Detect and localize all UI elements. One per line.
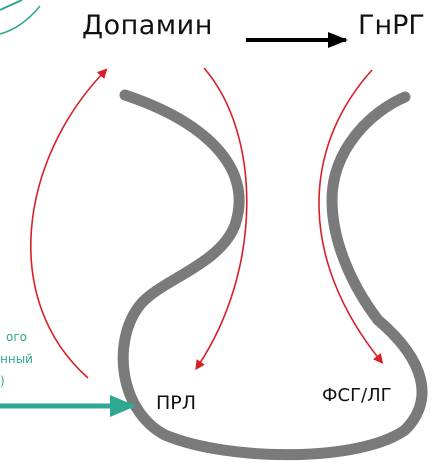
dopamine-to-prl-arrow bbox=[195, 67, 248, 371]
prl-label: ПРЛ bbox=[156, 392, 197, 414]
prl-to-dopamine-feedback-arrow bbox=[30, 68, 108, 379]
side-text-line-1: ого bbox=[6, 330, 27, 344]
gnrh-to-fsh-lh-arrow bbox=[318, 69, 384, 364]
fsh-lh-label: ФСГ/ЛГ bbox=[322, 385, 392, 406]
gnrh-label: ГнРГ bbox=[358, 10, 425, 41]
corner-badge-edge bbox=[0, 5, 41, 35]
dopamine-label: Допамин bbox=[82, 10, 213, 41]
side-text-line-2: нный bbox=[0, 352, 33, 366]
corner-badge-outline bbox=[0, 0, 23, 11]
pituitary-left-outline bbox=[117, 89, 428, 461]
side-text-line-3: ) bbox=[0, 374, 5, 388]
